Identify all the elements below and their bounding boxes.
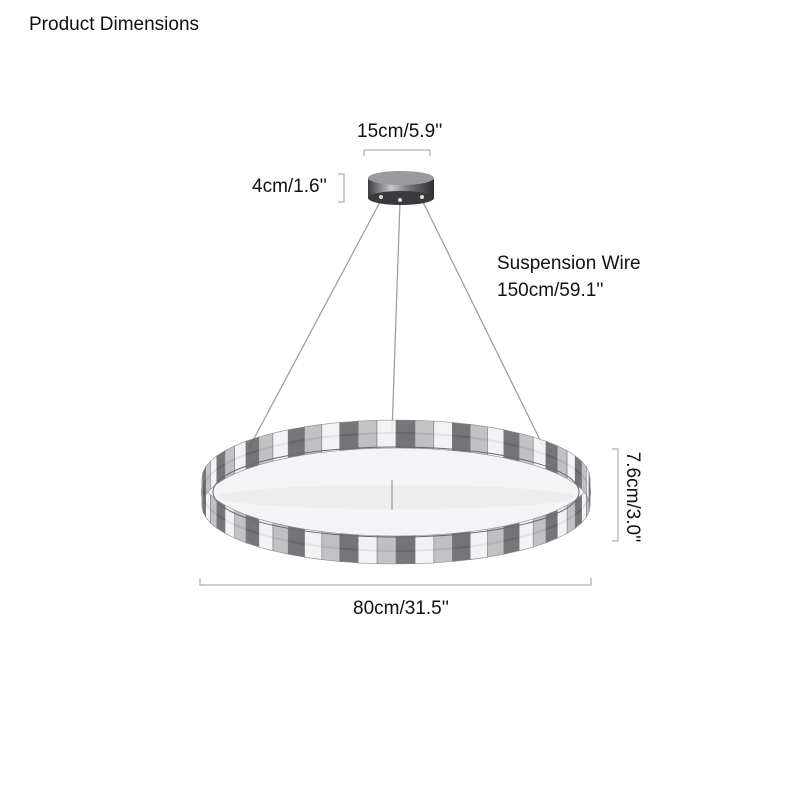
crystal-prism [581,460,587,496]
crystal-prism [321,531,341,562]
ring-height-label: 7.6cm/3.0'' [622,451,643,543]
crystal-prism [357,534,378,565]
crystal-prism [202,466,206,501]
crystal-prism [585,466,590,501]
crystal-ring [201,419,591,565]
crystal-prism [395,535,416,565]
ring-height-guide [612,448,619,542]
canopy-width-label: 15cm/5.9'' [357,121,443,142]
crystal-prism [414,534,435,565]
crystal-prism [395,419,416,449]
ring-width-guide [199,578,592,586]
crystal-prism [357,419,378,450]
crystal-prism [224,504,235,539]
crystal-prism [339,533,359,564]
crystal-prism [545,509,558,544]
crystal-prism [205,460,211,496]
wire-center [391,201,401,433]
canopy-height-guide [338,173,345,203]
crystal-prism [556,445,568,480]
crystal-prism [321,422,341,453]
crystal-prism [304,528,323,560]
crystal-prism [469,424,488,456]
crystal-prism [433,420,453,451]
crystal-prism [376,535,397,565]
page-title: Product Dimensions [29,14,200,35]
crystal-prism [433,533,453,564]
crystal-prism [588,472,591,507]
crystal-prism [234,509,247,544]
crystal-prism [304,424,323,456]
crystal-prism [556,504,568,539]
crystal-prism [469,528,488,560]
suspension-wire-length-label: 150cm/59.1'' [497,280,604,301]
ring-width-label: 80cm/31.5'' [353,598,449,619]
ceiling-canopy [368,171,434,205]
suspension-wires [248,201,545,449]
crystal-prism [224,445,235,480]
wire-left [248,201,381,449]
canopy-width-guide [363,149,431,156]
wire-right [422,201,545,449]
crystal-prism [234,440,247,475]
crystal-prism [451,422,471,453]
crystal-prism [339,420,359,451]
crystal-prism [451,531,471,562]
crystal-prism [376,419,397,449]
crystal-prism [414,419,435,450]
canopy-height-label: 4cm/1.6'' [252,176,327,197]
crystal-prism [545,440,558,475]
suspension-wire-label: Suspension Wire [497,253,641,274]
